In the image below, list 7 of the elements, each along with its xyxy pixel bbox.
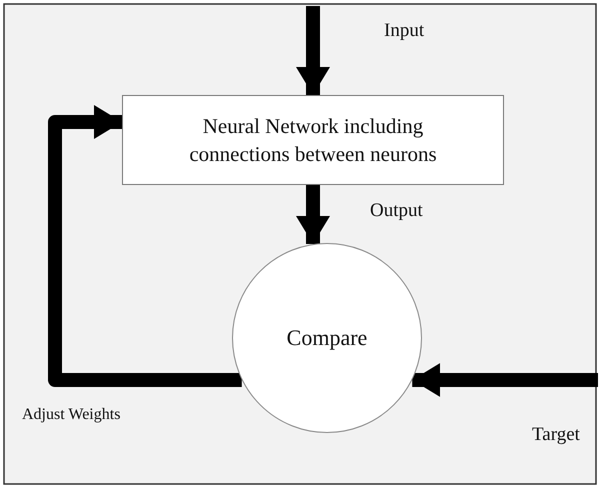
arrow [296,185,330,244]
arrow [296,6,330,95]
edge-label: Adjust Weights [20,406,122,424]
arrow [412,363,598,397]
process-box: Neural Network including connections between neurons [122,95,504,185]
arrow [48,105,242,387]
edge-label: Output [368,200,425,222]
